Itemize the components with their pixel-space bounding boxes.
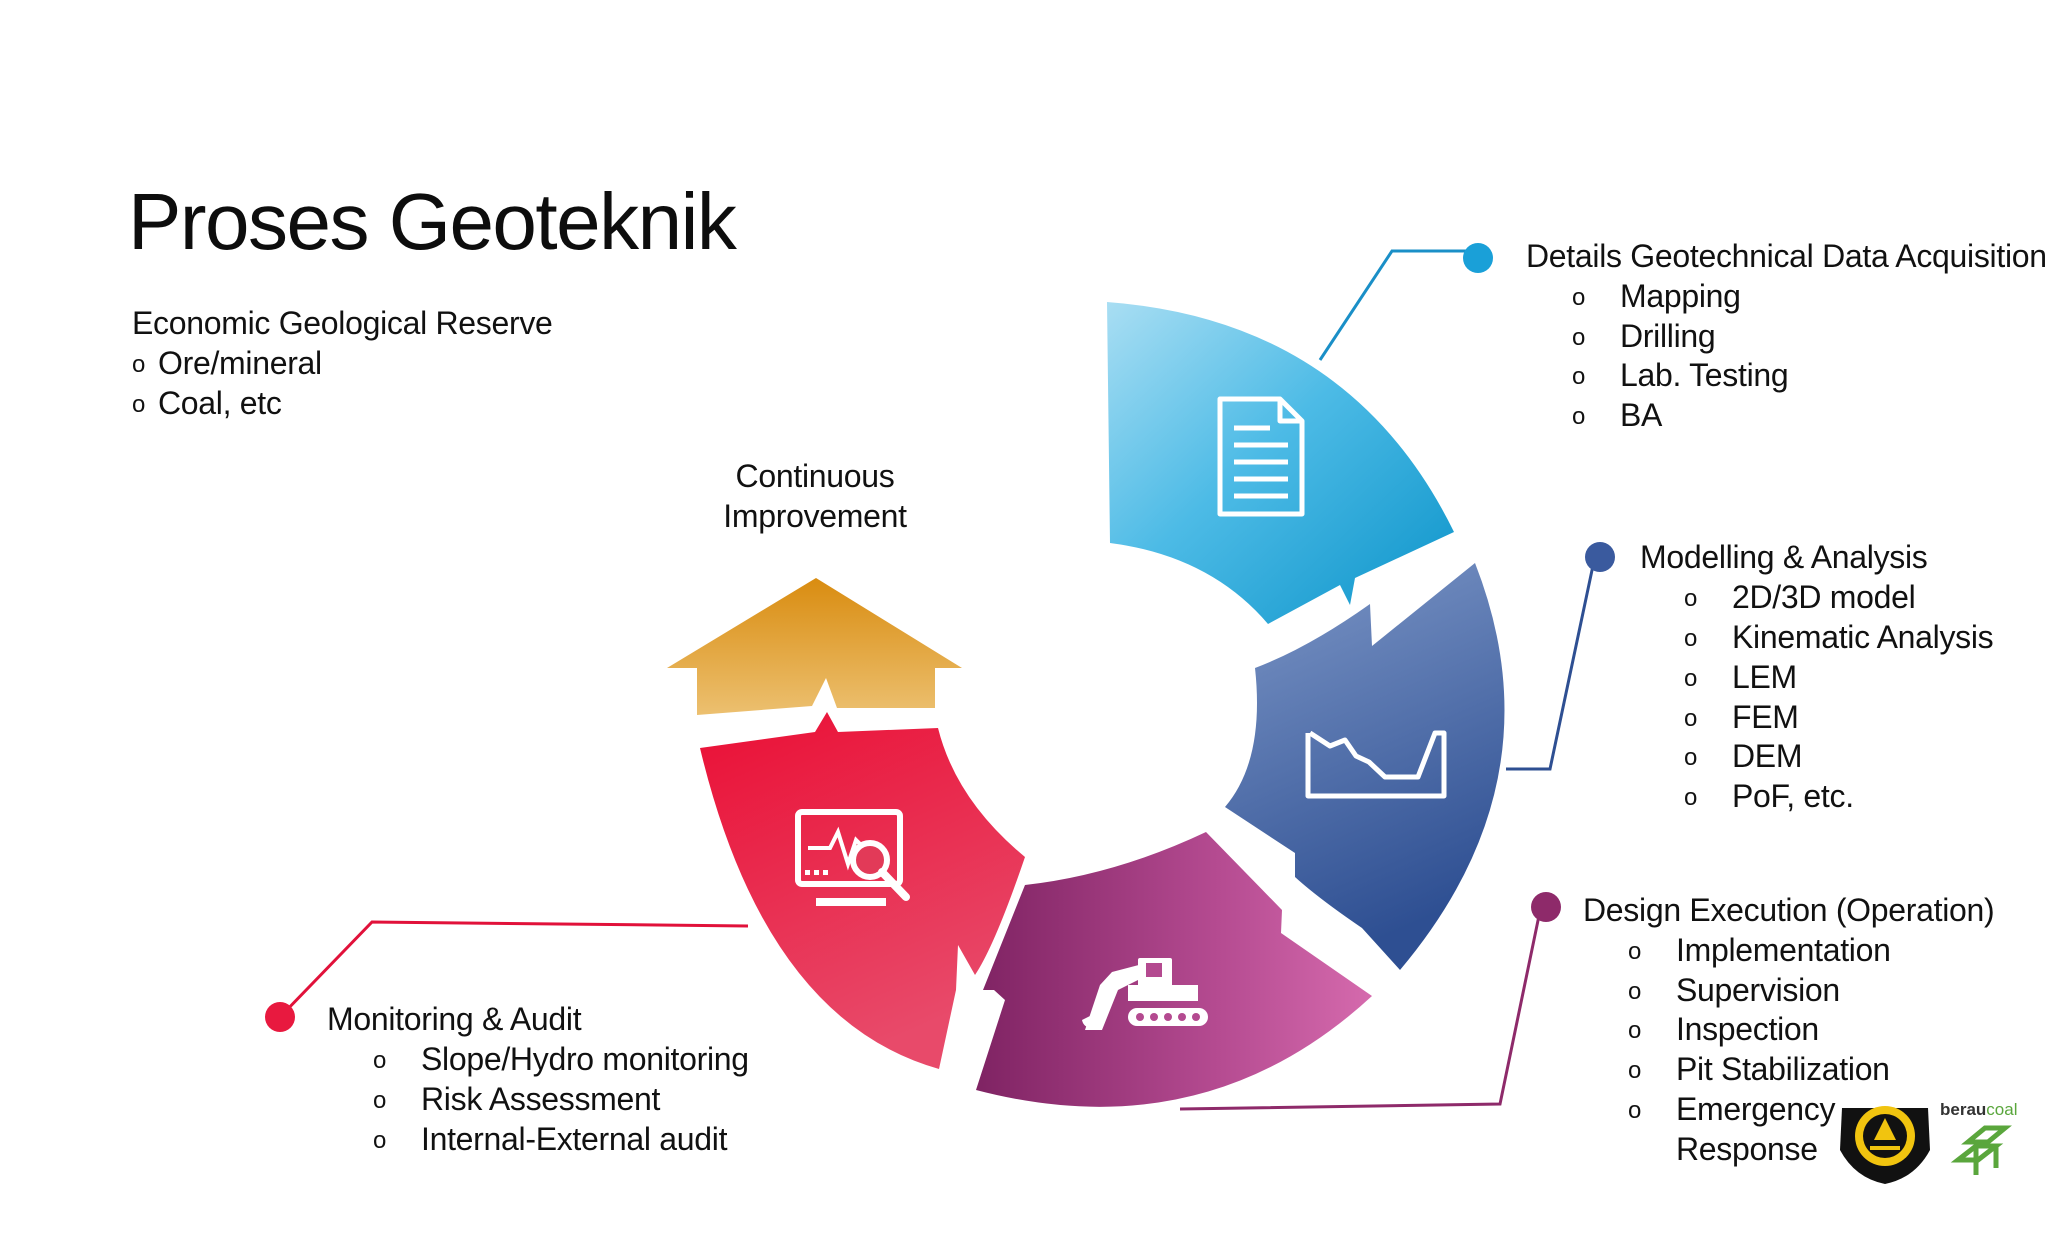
- bullet-icon: o: [1572, 324, 1586, 351]
- bullet-icon: o: [1684, 625, 1698, 652]
- data-acquisition-label: Details Geotechnical Data Acquisition: [1526, 238, 2047, 274]
- monitoring-label: Monitoring & Audit: [327, 1001, 582, 1037]
- bullet-icon: o: [373, 1127, 387, 1154]
- segment-modelling: [1225, 563, 1505, 970]
- pit-profile-icon: [1305, 730, 1447, 799]
- bullet-icon: o: [1628, 1017, 1642, 1044]
- bullet-icon: o: [1572, 284, 1586, 311]
- bullet-icon: o: [1628, 938, 1642, 965]
- bullet-icon: o: [1572, 403, 1586, 430]
- design-execution-label: Design Execution (Operation): [1583, 892, 1995, 928]
- beraucoal-logo-mark: [1950, 1125, 2012, 1175]
- improvement-arrow: [667, 578, 962, 715]
- bullet-icon: o: [1684, 784, 1698, 811]
- bullet-icon: o: [132, 351, 146, 378]
- connector-monitoring: [278, 920, 749, 1019]
- connector-design-execution: [1179, 905, 1543, 1111]
- dot-monitoring: [265, 1002, 295, 1032]
- bullet-icon: o: [1628, 1057, 1642, 1084]
- design-execution-item-continued: Response: [1676, 1131, 1818, 1167]
- bullet-icon: o: [1684, 705, 1698, 732]
- dot-data-acquisition: [1463, 243, 1493, 273]
- segment-design-execution: [976, 832, 1372, 1107]
- page-title: Proses Geoteknik: [128, 177, 737, 266]
- bullet-icon: o: [1684, 585, 1698, 612]
- monitor-search-icon: [795, 809, 910, 906]
- modelling-label: Modelling & Analysis: [1640, 539, 1928, 575]
- reserve-label: Economic Geological Reserve: [132, 305, 553, 341]
- document-icon: [1217, 396, 1305, 517]
- bullet-icon: o: [1628, 1097, 1642, 1124]
- ministry-emblem: [1840, 1106, 1930, 1184]
- bullet-icon: o: [132, 391, 146, 418]
- beraucoal-wordmark: beraucoal: [1940, 1100, 2018, 1119]
- bullet-icon: o: [373, 1047, 387, 1074]
- bullet-icon: o: [1684, 744, 1698, 771]
- improvement-label-line1: Continuous: [735, 458, 895, 494]
- bullet-icon: o: [1572, 363, 1586, 390]
- connector-data-acquisition: [1318, 249, 1478, 361]
- segment-monitoring: [700, 712, 1025, 1069]
- connector-modelling: [1506, 555, 1597, 771]
- bullet-icon: o: [1628, 978, 1642, 1005]
- bullet-icon: o: [1684, 665, 1698, 692]
- dot-modelling: [1585, 542, 1615, 572]
- improvement-label-line2: Improvement: [723, 498, 907, 534]
- dot-design-execution: [1531, 892, 1561, 922]
- excavator-icon: [1082, 958, 1208, 1030]
- bullet-icon: o: [373, 1087, 387, 1114]
